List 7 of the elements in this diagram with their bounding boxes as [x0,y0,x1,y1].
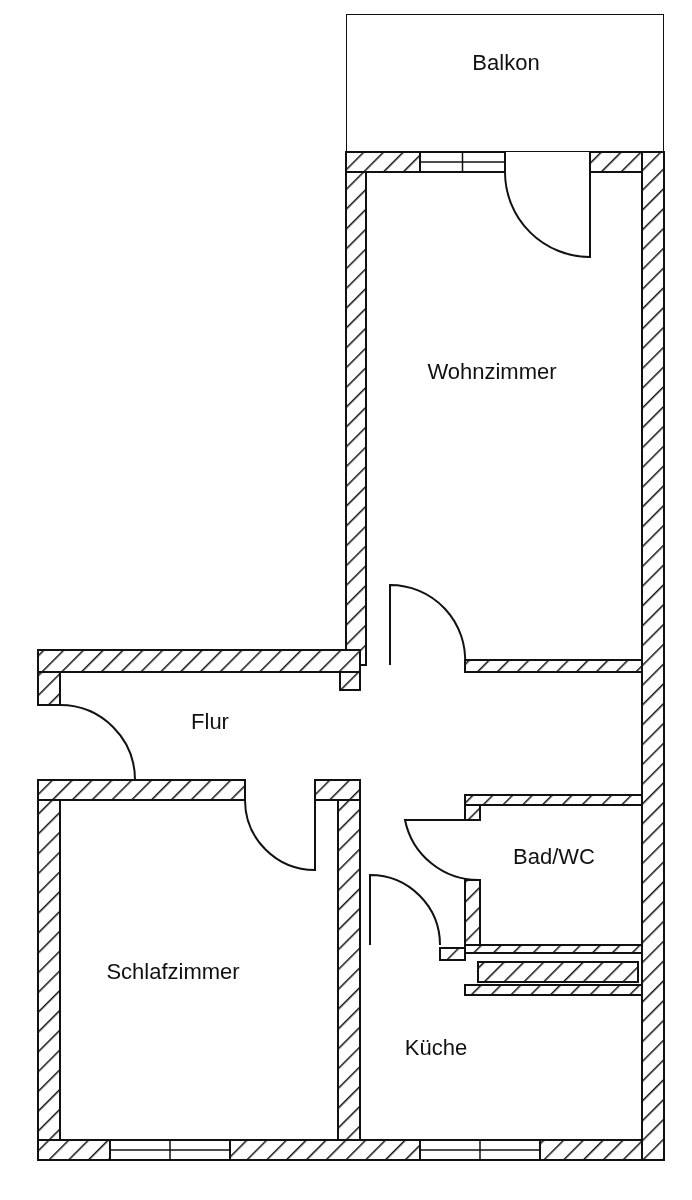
room-label: Küche [404,1035,468,1061]
room-label: Bad/WC [513,844,595,870]
room-label: Balkon [472,50,540,76]
room-label: Flur [191,709,229,735]
room-label: Wohnzimmer [427,359,557,385]
room-label: Schlafzimmer [106,959,240,985]
room [346,14,664,152]
